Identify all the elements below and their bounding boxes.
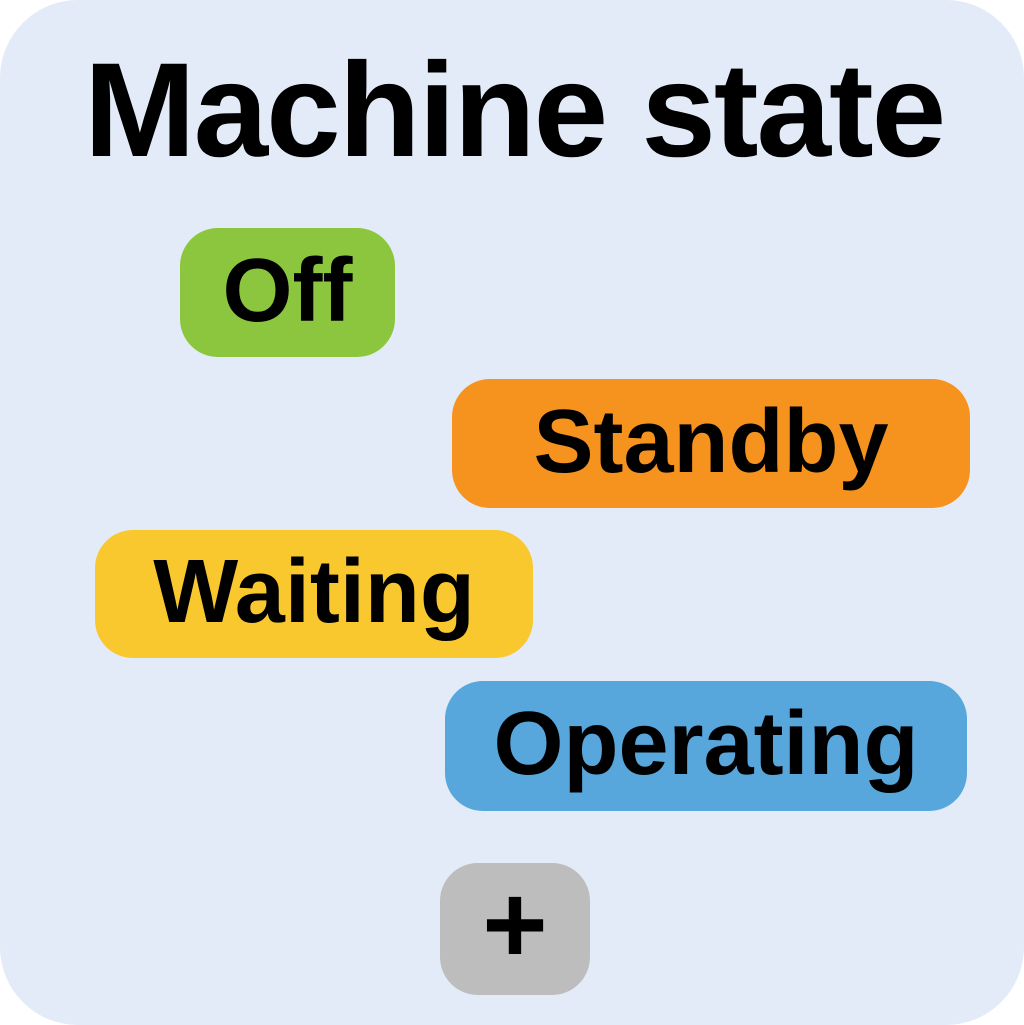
state-badge-label: Standby [533, 391, 889, 492]
state-badge-standby[interactable]: Standby [452, 379, 970, 508]
state-badge-label: Waiting [153, 542, 475, 642]
state-badge-operating[interactable]: Operating [445, 681, 967, 811]
state-badge-label: Operating [493, 694, 919, 794]
plus-icon: + [482, 862, 548, 987]
add-state-button[interactable]: + [440, 863, 590, 995]
page-title: Machine state [84, 36, 946, 185]
state-badge-label: Off [222, 240, 353, 341]
state-badge-off[interactable]: Off [180, 228, 395, 357]
state-badge-waiting[interactable]: Waiting [95, 530, 533, 658]
